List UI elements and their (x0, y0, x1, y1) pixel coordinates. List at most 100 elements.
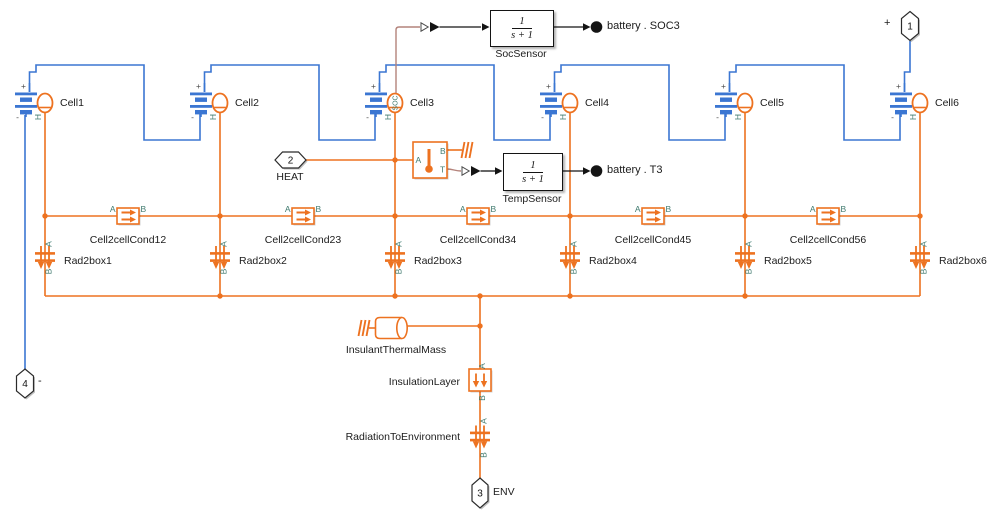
cell2-h-port-label: H (208, 114, 218, 120)
port4-number: 4 (22, 379, 28, 390)
cell5-label[interactable]: Cell5 (760, 97, 784, 109)
temp-sensor-fraction: 1 s + 1 (522, 160, 544, 185)
cell1-thermal-port[interactable] (36, 92, 54, 114)
temp-physical-signal-wire[interactable] (446, 168, 462, 172)
rad2box3-b-label: B (394, 268, 404, 274)
port1-hexagon[interactable] (900, 10, 920, 42)
radiation-env-a-label: A (479, 418, 489, 424)
soc-tf-numerator: 1 (512, 16, 532, 29)
wire-port1-to-cell6[interactable] (903, 41, 911, 92)
series-wire-cell4-cell5[interactable] (553, 64, 726, 141)
rad2box1-b-label: B (44, 268, 54, 274)
rad2box3-label[interactable]: Rad2box3 (414, 255, 462, 267)
soc-output-arrowhead (583, 23, 591, 31)
thermometer-bulb-icon (425, 165, 433, 173)
cell3-label[interactable]: Cell3 (410, 97, 434, 109)
cond45-label[interactable]: Cell2cellCond45 (614, 234, 692, 246)
insulation-layer-label[interactable]: InsulationLayer (388, 376, 460, 388)
temp-sensor-name[interactable]: TempSensor (502, 193, 562, 205)
port1-sign-label[interactable]: + (884, 17, 891, 29)
temp-input-arrowhead (495, 167, 503, 175)
insulation-a-label: A (477, 363, 487, 369)
radiation-to-environment-label[interactable]: RadiationToEnvironment (345, 431, 460, 443)
temp-tf-denominator: s + 1 (522, 173, 544, 185)
temp-ps-converter-icon[interactable] (461, 165, 471, 177)
cond34-label[interactable]: Cell2cellCond34 (439, 234, 517, 246)
rad2box6-a-label: A (919, 241, 929, 247)
cell1-label[interactable]: Cell1 (60, 97, 84, 109)
cond56-label[interactable]: Cell2cellCond56 (789, 234, 867, 246)
temp-sensor-block[interactable]: 1 s + 1 (503, 153, 563, 191)
cell5-thermal-port[interactable] (736, 92, 754, 114)
soc-ps-converter-icon[interactable] (420, 21, 430, 33)
cell6-thermal-port[interactable] (911, 92, 929, 114)
cell6-h-port-label: H (908, 114, 918, 120)
env-port-hexagon[interactable] (471, 477, 489, 509)
series-wire-cell2-cell3[interactable] (203, 64, 376, 141)
cond12-block[interactable] (116, 207, 142, 227)
thermal-mass-face-icon[interactable] (395, 316, 408, 340)
thermal-mass-body-icon[interactable] (374, 316, 403, 340)
cell2-label[interactable]: Cell2 (235, 97, 259, 109)
series-wire-cell3-cell4[interactable] (378, 64, 551, 141)
rad2box4-a-label: A (569, 241, 579, 247)
soc-sensor-block[interactable]: 1 s + 1 (490, 10, 554, 47)
cond56-block[interactable] (816, 207, 842, 227)
soc-terminator-dot[interactable] (590, 21, 603, 33)
soc-output-label[interactable]: battery . SOC3 (607, 20, 680, 32)
heat-port-number: 2 (288, 156, 294, 167)
insulation-block[interactable] (468, 368, 492, 392)
cond34-b-label: B (491, 204, 497, 214)
thermal-mass-reference-icon[interactable] (357, 319, 371, 337)
cell2-thermal-port[interactable] (211, 92, 229, 114)
env-port-label[interactable]: ENV (493, 486, 515, 498)
rad2box4-label[interactable]: Rad2box4 (589, 255, 637, 267)
series-wire-cell1-cell2[interactable] (28, 64, 201, 141)
temp-converter-arrow-icon[interactable] (471, 166, 481, 176)
port4-sign-label[interactable]: - (38, 375, 42, 387)
rad2box1-label[interactable]: Rad2box1 (64, 255, 112, 267)
env-port-number: 3 (477, 489, 483, 500)
soc-sensor-name[interactable]: SocSensor (495, 48, 547, 60)
soc-sensor-fraction: 1 s + 1 (511, 16, 533, 41)
series-wire-cell5-cell6[interactable] (728, 64, 901, 141)
junction-dot (917, 213, 923, 219)
cell6-label[interactable]: Cell6 (935, 97, 959, 109)
cond12-b-label: B (141, 204, 147, 214)
soc-tf-denominator: s + 1 (511, 30, 533, 41)
rad2box3-a-label: A (394, 241, 404, 247)
rad2box5-b-label: B (744, 268, 754, 274)
insulation-b-label: B (477, 395, 487, 401)
rad2box2-a-label: A (219, 241, 229, 247)
soc-converter-arrow-icon[interactable] (430, 22, 440, 32)
temp-tf-numerator: 1 (523, 160, 543, 173)
junction-dot (742, 293, 748, 299)
cond34-block[interactable] (466, 207, 492, 227)
cond56-b-label: B (841, 204, 847, 214)
cond34-a-label: A (460, 204, 466, 214)
junction-dot (392, 157, 398, 163)
soc-physical-signal-wire[interactable] (395, 26, 420, 93)
heat-sensor-a-label: A (416, 155, 422, 165)
heat-port-label[interactable]: HEAT (276, 171, 304, 183)
thermal-mass-label[interactable]: InsulantThermalMass (345, 344, 447, 356)
rad2box2-label[interactable]: Rad2box2 (239, 255, 287, 267)
cond23-b-label: B (316, 204, 322, 214)
cond23-block[interactable] (291, 207, 317, 227)
thermal-reference-icon[interactable] (460, 141, 474, 159)
cond23-label[interactable]: Cell2cellCond23 (264, 234, 342, 246)
heat-port-hexagon[interactable] (274, 151, 307, 169)
temp-terminator-dot[interactable] (590, 165, 603, 177)
cell4-thermal-port[interactable] (561, 92, 579, 114)
temp-output-label[interactable]: battery . T3 (607, 164, 663, 176)
rad2box5-label[interactable]: Rad2box5 (764, 255, 812, 267)
cell4-label[interactable]: Cell4 (585, 97, 609, 109)
rad2box6-label[interactable]: Rad2box6 (939, 255, 987, 267)
cond12-label[interactable]: Cell2cellCond12 (89, 234, 167, 246)
cond45-block[interactable] (641, 207, 667, 227)
junction-dot (567, 293, 573, 299)
insulation-arrow-head (480, 381, 488, 388)
port4-hexagon[interactable] (15, 368, 35, 399)
